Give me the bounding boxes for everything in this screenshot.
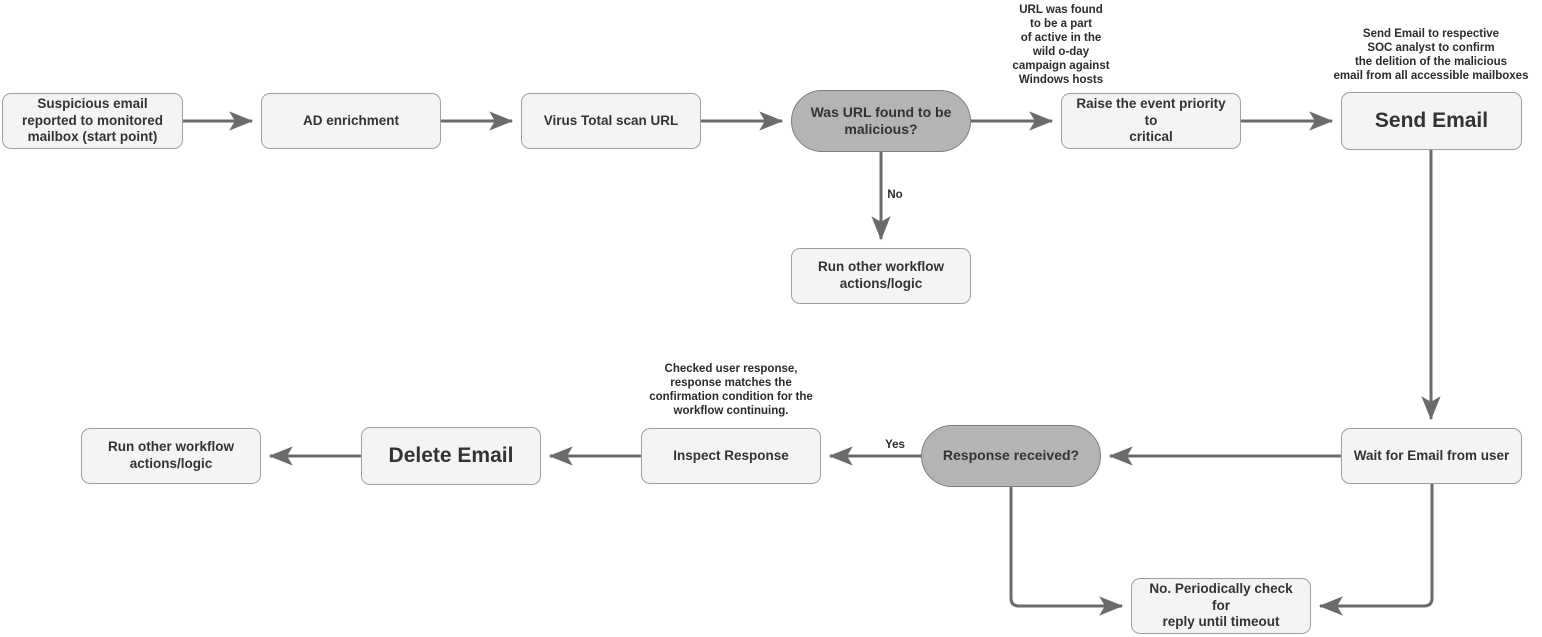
node-label: Wait for Email from user: [1353, 447, 1510, 463]
node-label: AD enrichment: [302, 112, 400, 128]
node-suspicious-email[interactable]: Suspicious email reported to monitored m…: [2, 93, 183, 149]
node-label: Run other workflow actions/logic: [818, 259, 944, 291]
node-virus-total-scan-url[interactable]: Virus Total scan URL: [521, 93, 701, 149]
node-label: Was URL found to be malicious?: [810, 103, 952, 138]
node-periodic-check[interactable]: No. Periodically check for reply until t…: [1131, 578, 1311, 634]
node-ad-enrichment[interactable]: AD enrichment: [261, 93, 441, 149]
annotation-send-email-to-soc: Send Email to respective SOC analyst to …: [1333, 28, 1529, 83]
node-label: Run other workflow actions/logic: [108, 439, 234, 471]
node-run-other-workflow-top[interactable]: Run other workflow actions/logic: [791, 248, 971, 304]
annotation-checked-user-response: Checked user response, response matches …: [649, 363, 813, 418]
node-label: Raise the event priority to critical: [1076, 95, 1226, 145]
node-label: Delete Email: [388, 443, 514, 467]
node-inspect-response[interactable]: Inspect Response: [641, 428, 821, 484]
edge-label-yes: Yes: [885, 439, 905, 451]
edge-response-no-to-periodic: [1009, 487, 1124, 616]
node-label: Send Email: [1374, 108, 1489, 132]
node-decision-response-received[interactable]: Response received?: [921, 425, 1101, 487]
node-send-email[interactable]: Send Email: [1341, 92, 1522, 150]
edge-wait-to-periodic: [1318, 484, 1434, 616]
node-decision-was-url-malicious[interactable]: Was URL found to be malicious?: [791, 90, 971, 152]
node-label: Virus Total scan URL: [543, 112, 679, 128]
node-delete-email[interactable]: Delete Email: [361, 427, 541, 485]
node-label: No. Periodically check for reply until t…: [1149, 580, 1293, 630]
annotation-zero-day-campaign: URL was found to be a part of active in …: [1012, 4, 1110, 87]
edge-label-no: No: [887, 189, 903, 201]
node-run-other-workflow-bottom[interactable]: Run other workflow actions/logic: [81, 428, 261, 484]
node-raise-event-priority[interactable]: Raise the event priority to critical: [1061, 93, 1241, 149]
node-wait-for-email-from-user[interactable]: Wait for Email from user: [1341, 428, 1522, 484]
node-label: Response received?: [942, 447, 1080, 464]
node-label: Suspicious email reported to monitored m…: [22, 95, 163, 145]
node-label: Inspect Response: [673, 447, 789, 463]
